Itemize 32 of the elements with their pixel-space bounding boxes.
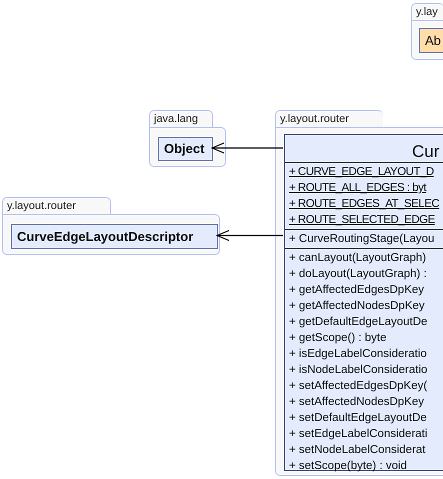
method: + setScope(byte) : void	[289, 459, 408, 474]
method: + setAffectedNodesDpKey	[289, 395, 425, 410]
method: + getAffectedEdgesDpKey	[289, 283, 426, 298]
method: + setDefaultEdgeLayoutDe	[289, 411, 428, 426]
static-field: + ROUTE_ALL_EDGES : byt	[289, 180, 443, 196]
package-name: java.lang	[149, 110, 213, 128]
package-name: y.lay	[411, 3, 443, 21]
dependency-arrow	[216, 230, 283, 241]
method: + isEdgeLabelConsideratio	[289, 347, 428, 362]
class-name: Object	[164, 140, 204, 158]
method: + canLayout(LayoutGraph)	[289, 251, 428, 266]
method: + setEdgeLabelConsiderati	[289, 427, 428, 442]
class-name: CurveEdgeLayoutDescriptor	[17, 228, 194, 246]
method: + isNodeLabelConsideratio	[289, 363, 428, 378]
static-field: + CURVE_EDGE_LAYOUT_D	[289, 164, 443, 180]
static-field: + ROUTE_SELECTED_EDGE	[289, 212, 443, 228]
class-box	[11, 224, 218, 249]
method: + setNodeLabelConsiderat	[289, 443, 426, 458]
method: + doLayout(LayoutGraph) :	[289, 267, 428, 282]
class-name: Cur	[412, 141, 440, 163]
class-box	[158, 137, 213, 161]
class-box	[419, 28, 443, 53]
method: + getAffectedNodesDpKey	[289, 299, 426, 314]
class-name: Ab	[425, 32, 441, 50]
method: + setAffectedEdgesDpKey(	[289, 379, 428, 394]
method: + getDefaultEdgeLayoutDe	[289, 315, 428, 330]
package-name: y.layout.router	[275, 110, 383, 128]
static-field: + ROUTE_EDGES_AT_SELEC	[289, 196, 443, 212]
package-name: y.layout.router	[2, 197, 111, 215]
dependency-arrow	[212, 142, 283, 154]
method: + getScope() : byte	[289, 331, 388, 346]
constructor: + CurveRoutingStage(Layou	[289, 232, 436, 247]
